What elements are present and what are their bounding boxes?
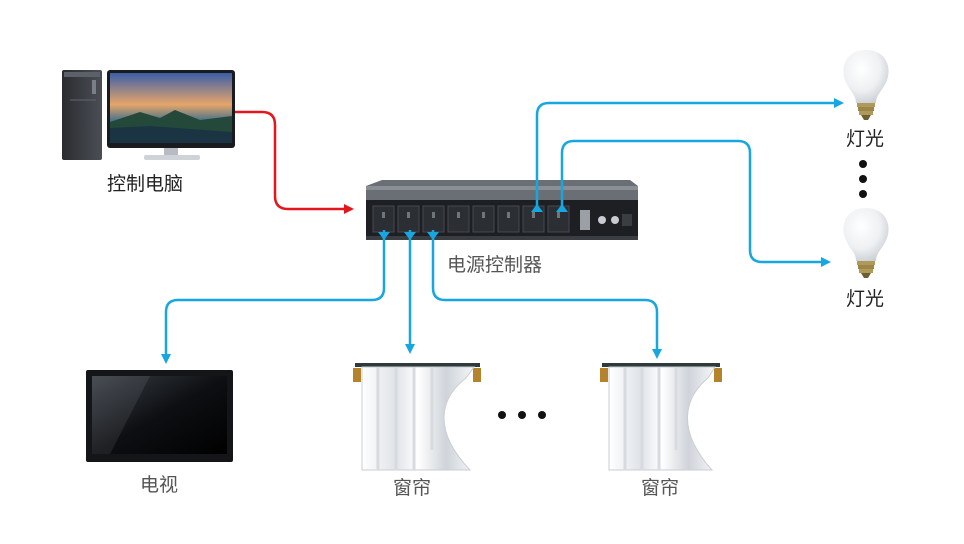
curtain-label-right: 窗帘 [641, 477, 680, 499]
curtain-label-left: 窗帘 [393, 477, 432, 499]
tv-icon [86, 370, 233, 462]
curtain-icon [600, 363, 722, 471]
pc-icon [62, 70, 235, 160]
controller-to-tv-link [161, 230, 386, 364]
light-label-bottom: 灯光 [846, 288, 885, 310]
controller-to-light-1-link [535, 98, 844, 208]
controller-label: 电源控制器 [447, 254, 543, 276]
controller-icon [366, 180, 638, 240]
pc-to-controller-link [235, 110, 354, 214]
curtain-icon [353, 363, 481, 471]
light-label-top: 灯光 [846, 128, 885, 150]
light-bulb-icon [843, 208, 889, 278]
controller-to-light-2-link [560, 139, 831, 267]
pc-label: 控制电脑 [107, 173, 184, 195]
tv-label: 电视 [140, 474, 179, 496]
light-bulb-icon [843, 50, 889, 120]
controller-to-curtain-2-link [431, 230, 662, 359]
